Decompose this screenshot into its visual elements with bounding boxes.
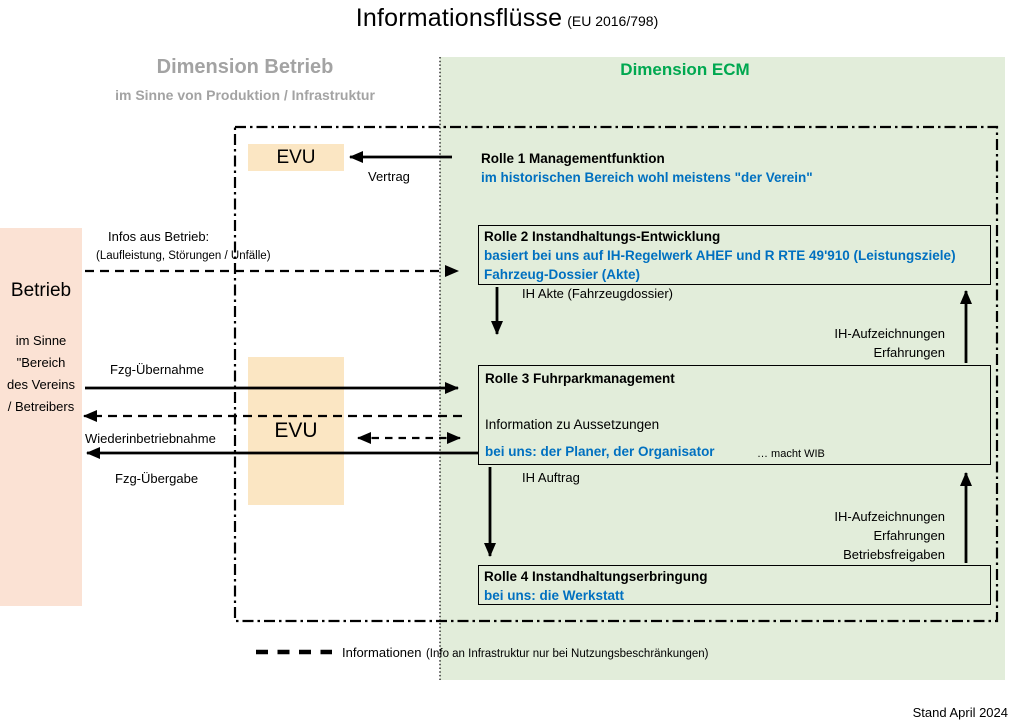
label-infos-aus-betrieb-detail: (Laufleistung, Störungen / Unfälle) [96, 250, 271, 262]
betrieb-box-title: Betrieb [10, 280, 72, 301]
betrieb-dimension-header: Dimension Betrieb im Sinne von Produktio… [100, 56, 390, 103]
label-vertrag: Vertrag [368, 169, 410, 184]
rolle3-title: Rolle 3 Fuhrparkmanagement [485, 371, 675, 386]
betrieb-box-subtitle: im Sinne "Bereich des Vereins / Betreibe… [7, 333, 75, 414]
rolle3-box: Rolle 3 Fuhrparkmanagement Information z… [478, 365, 991, 465]
feedback-labels-rolle2: IH-Aufzeichnungen Erfahrungen [770, 324, 945, 362]
feedback-labels-rolle3: IH-Aufzeichnungen Erfahrungen Betriebsfr… [770, 507, 945, 564]
rolle1-block: Rolle 1 Managementfunktion im historisch… [481, 149, 813, 187]
label-betriebsfreigaben: Betriebsfreigaben [843, 547, 945, 562]
date-note: Stand April 2024 [912, 705, 1008, 720]
evu-box-bottom: EVU [248, 357, 344, 505]
label-ih-aufzeichnungen-1: IH-Aufzeichnungen [834, 326, 945, 341]
legend-detail: (Info an Infrastruktur nur bei Nutzungsb… [425, 648, 709, 660]
label-ih-aufzeichnungen-2: IH-Aufzeichnungen [834, 509, 945, 524]
page-title-regulation: (EU 2016/798) [567, 13, 659, 29]
rolle3-line2: Information zu Aussetzungen [485, 417, 660, 432]
rolle3-note: bei uns: der Planer, der Organisator [485, 444, 715, 459]
evu-box-top: EVU [248, 144, 344, 171]
rolle1-title: Rolle 1 Managementfunktion [481, 151, 665, 166]
legend: Informationen (Info an Infrastruktur nur… [342, 644, 709, 662]
betrieb-dimension-title: Dimension Betrieb [156, 56, 334, 78]
betrieb-box: Betrieb im Sinne "Bereich des Vereins / … [0, 228, 82, 606]
rolle4-title: Rolle 4 Instandhaltungserbringung [484, 569, 708, 584]
label-erfahrungen-2: Erfahrungen [873, 528, 945, 543]
rolle2-box: Rolle 2 Instandhaltungs-Entwicklung basi… [478, 225, 991, 285]
page-title: Informationsflüsse(EU 2016/798) [0, 4, 1014, 33]
legend-label: Informationen [342, 645, 422, 660]
label-wiederinbetriebnahme: Wiederinbetriebnahme [85, 431, 216, 446]
rolle3-aside: … macht WIB [757, 448, 825, 460]
rolle4-box: Rolle 4 Instandhaltungserbringung bei un… [478, 565, 991, 605]
label-infos-aus-betrieb: Infos aus Betrieb: [108, 229, 210, 244]
label-ih-akte: IH Akte (Fahrzeugdossier) [522, 286, 674, 301]
rolle3-note-row: bei uns: der Planer, der Organisator … m… [485, 442, 985, 461]
label-ih-auftrag: IH Auftrag [522, 470, 580, 485]
rolle2-title: Rolle 2 Instandhaltungs-Entwicklung [484, 229, 721, 244]
label-fzg-uebernahme: Fzg-Übernahme [110, 362, 204, 377]
ecm-dimension-title: Dimension ECM [620, 60, 750, 79]
betrieb-dimension-subtitle: im Sinne von Produktion / Infrastruktur [115, 87, 375, 103]
rolle1-note: im historischen Bereich wohl meistens "d… [481, 170, 813, 185]
label-fzg-uebergabe: Fzg-Übergabe [115, 471, 199, 486]
page-title-main: Informationsflüsse [355, 4, 563, 32]
rolle2-note2: Fahrzeug-Dossier (Akte) [484, 267, 641, 282]
rolle2-note1: basiert bei uns auf IH-Regelwerk AHEF un… [484, 248, 956, 263]
rolle4-note: bei uns: die Werkstatt [484, 588, 625, 603]
label-erfahrungen-1: Erfahrungen [873, 345, 945, 360]
